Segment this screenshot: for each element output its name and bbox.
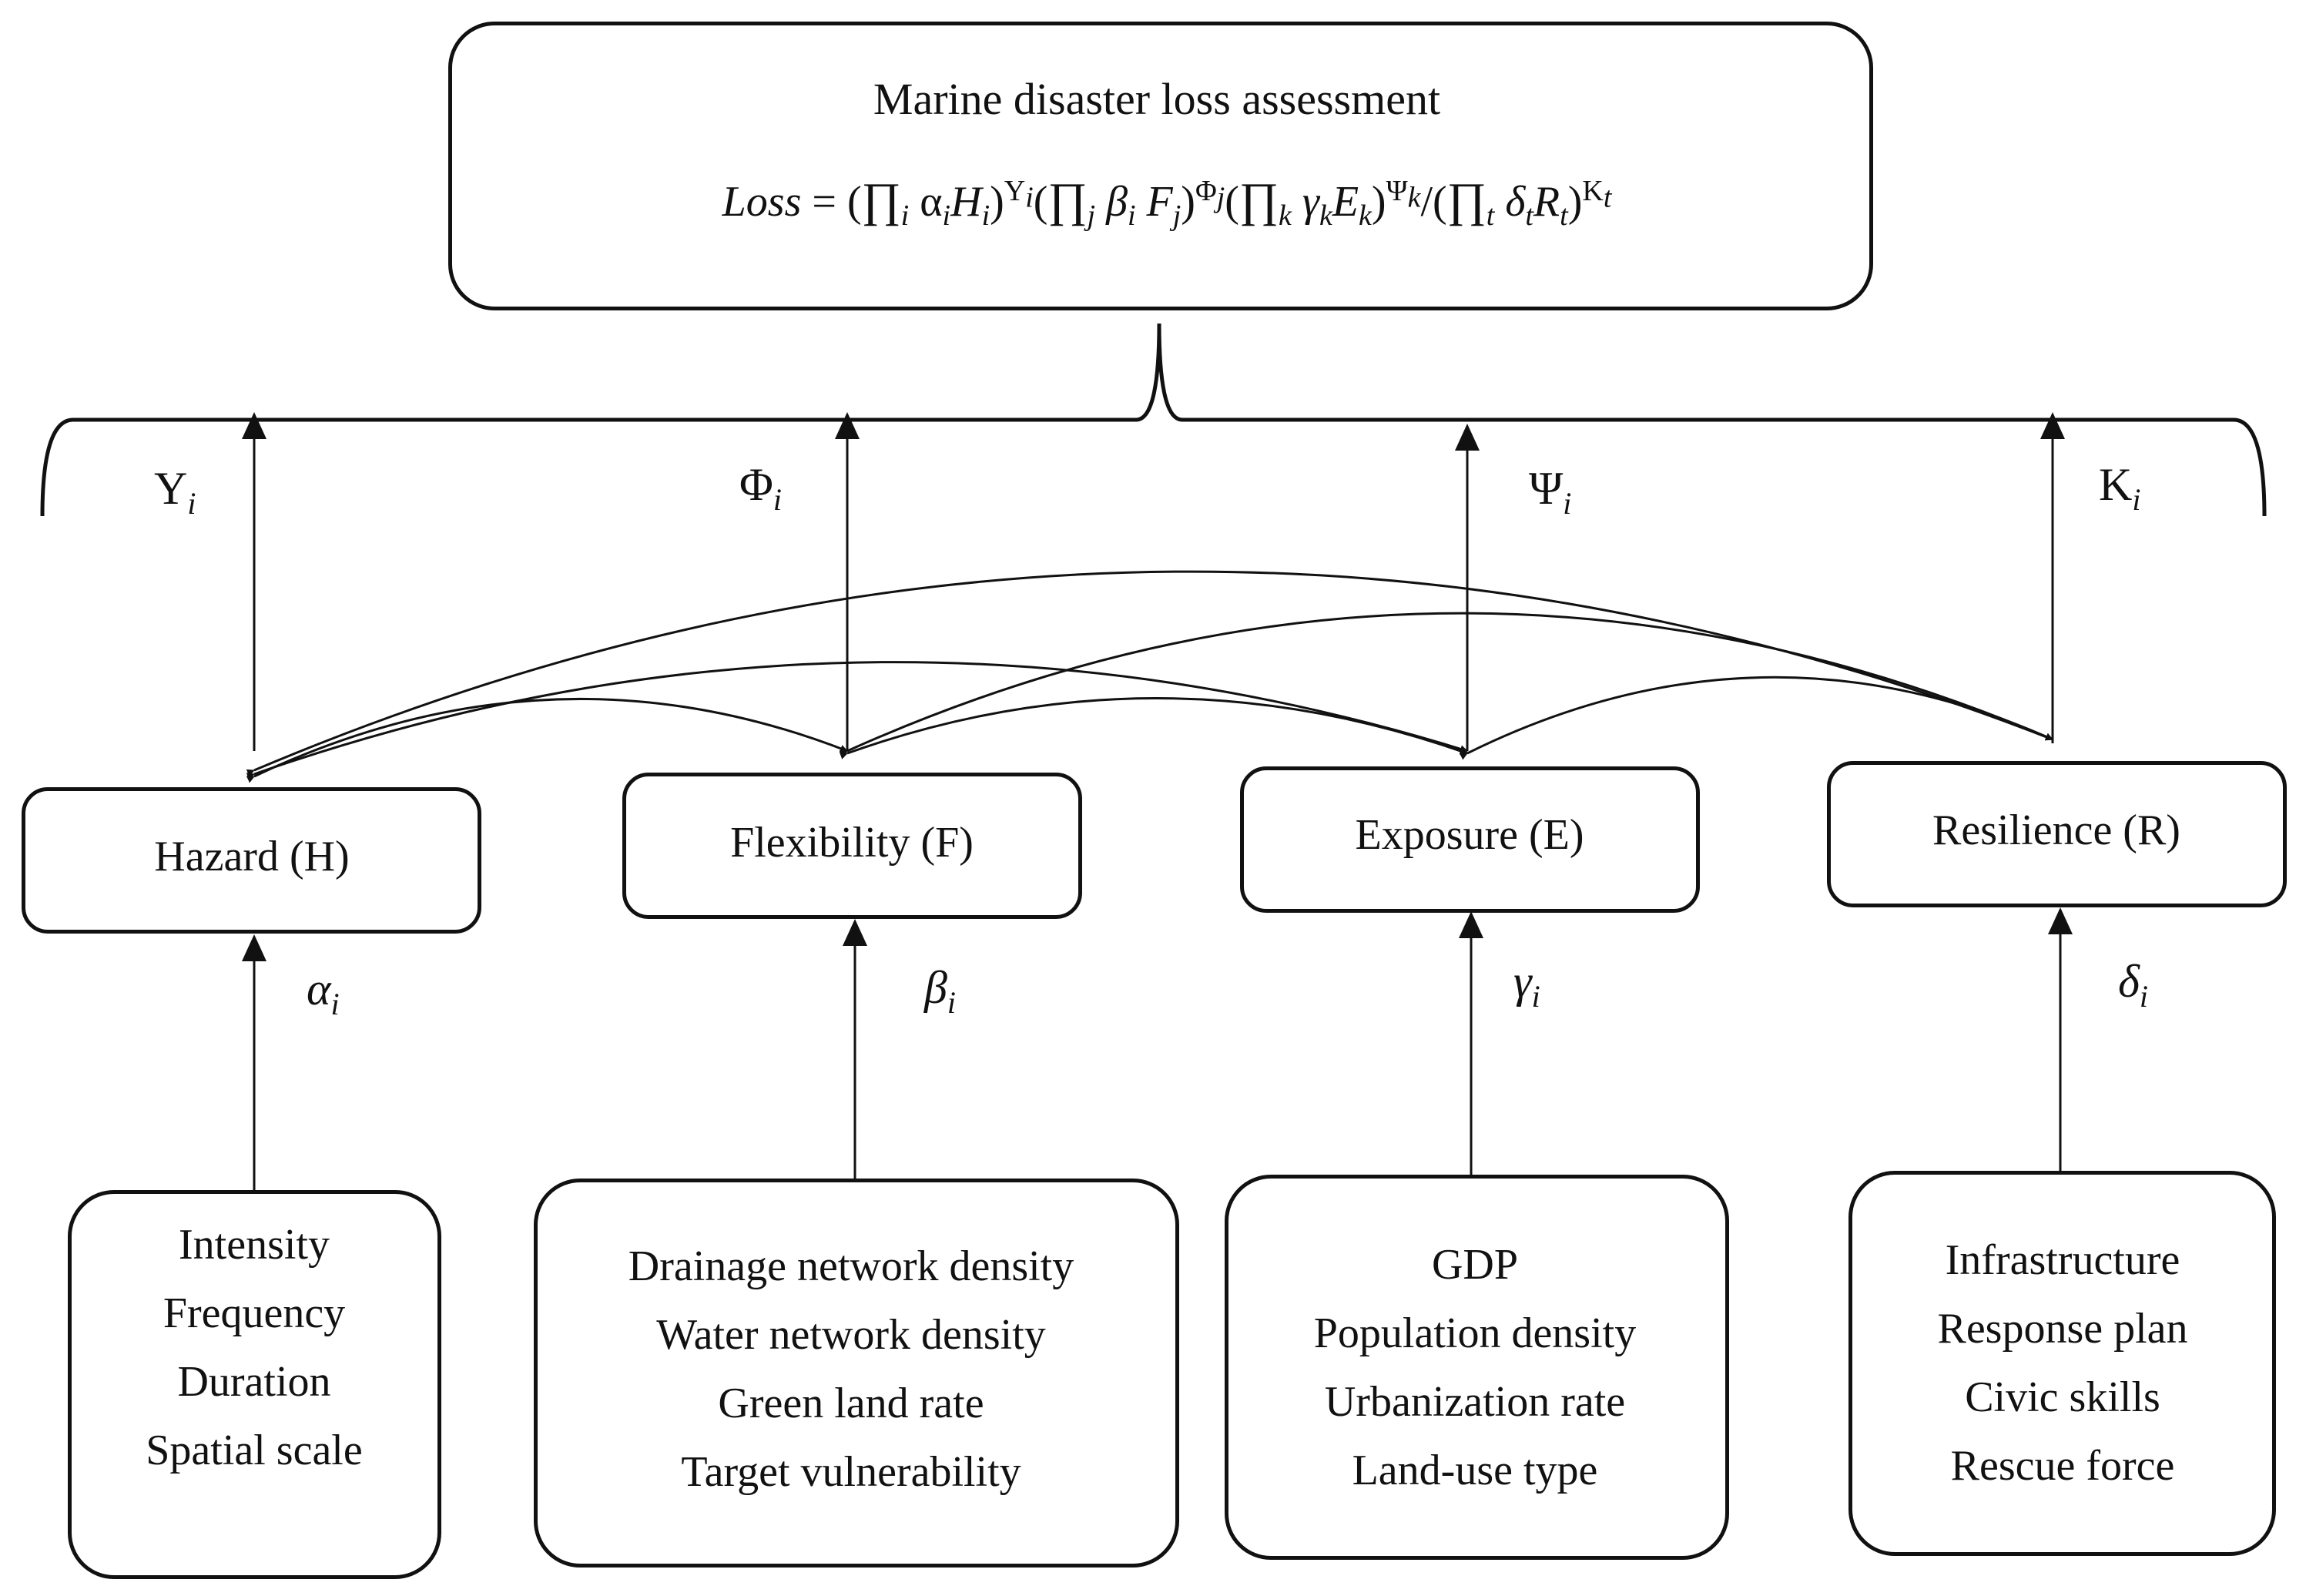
weight-gamma: γi bbox=[1513, 956, 1540, 1014]
arrowhead-exposure-indicators bbox=[1459, 911, 1483, 938]
loss-assessment-title: Marine disaster loss assessment bbox=[873, 74, 1441, 124]
hazard-indicators-box bbox=[68, 1190, 441, 1579]
indicator-item: Drainage network density bbox=[628, 1242, 1074, 1290]
indicator-item: Rescue force bbox=[1950, 1442, 2175, 1490]
summary-brace bbox=[40, 323, 2267, 517]
arrowhead-resilience-indicators bbox=[2048, 907, 2073, 934]
flexibility-indicators-list: Drainage network density Water network d… bbox=[628, 1232, 1074, 1507]
arrowhead-hazard-indicators bbox=[242, 934, 266, 961]
flexibility-indicators-box bbox=[534, 1179, 1179, 1568]
exposure-box bbox=[1240, 766, 1700, 913]
arrowhead-flexibility-indicators bbox=[843, 919, 867, 946]
resilience-indicators-list: Infrastructure Response plan Civic skill… bbox=[1937, 1226, 2187, 1500]
exposure-indicators-list: GDP Population density Urbanization rate… bbox=[1314, 1231, 1636, 1505]
indicator-item: Civic skills bbox=[1965, 1373, 2160, 1421]
arc-exposure-resilience bbox=[1459, 676, 2053, 760]
indicator-item: Target vulnerability bbox=[681, 1448, 1021, 1496]
indicator-item: Population density bbox=[1313, 1309, 1637, 1357]
loss-assessment-box bbox=[448, 22, 1873, 310]
weight-kappa: Κi bbox=[2099, 459, 2141, 517]
indicator-item: Response plan bbox=[1937, 1305, 2188, 1353]
arrowhead-exposure-up bbox=[1455, 424, 1480, 451]
indicator-item: GDP bbox=[1431, 1241, 1519, 1289]
flexibility-box bbox=[622, 773, 1082, 919]
arrowhead-hazard-up bbox=[242, 412, 266, 439]
arrowhead-flexibility-up bbox=[835, 412, 860, 439]
weight-upsilon: Υi bbox=[154, 463, 196, 521]
arrowhead-resilience-up bbox=[2040, 412, 2065, 439]
resilience-label: Resilience (R) bbox=[1932, 806, 2180, 854]
indicator-item: Urbanization rate bbox=[1324, 1378, 1626, 1426]
indicator-item: Duration bbox=[177, 1358, 331, 1406]
flexibility-label: Flexibility (F) bbox=[730, 819, 974, 867]
indicator-item: Frequency bbox=[163, 1289, 346, 1337]
resilience-indicators-box bbox=[1848, 1171, 2276, 1556]
indicator-item: Green land rate bbox=[718, 1380, 984, 1427]
indicator-item: Land-use type bbox=[1352, 1447, 1598, 1494]
weight-beta: βi bbox=[924, 962, 957, 1020]
weight-psi: Ψi bbox=[1529, 463, 1572, 521]
hazard-indicators-list: Intensity Frequency Duration Spatial sca… bbox=[146, 1211, 362, 1485]
exposure-label: Exposure (E) bbox=[1355, 811, 1584, 859]
weight-phi: Φi bbox=[739, 459, 782, 517]
indicator-item: Spatial scale bbox=[146, 1427, 363, 1474]
resilience-box bbox=[1827, 761, 2287, 907]
weight-delta: δi bbox=[2118, 956, 2149, 1014]
hazard-label: Hazard (H) bbox=[154, 833, 350, 880]
arc-hazard-flexibility bbox=[246, 697, 848, 783]
loss-formula: Loss = (∏i αiHi)Υi(∏j βi Fj)Φj(∏k γkEk)Ψ… bbox=[722, 174, 1612, 233]
hazard-box bbox=[22, 787, 481, 934]
arc-hazard-exposure bbox=[246, 661, 1468, 780]
indicator-item: Intensity bbox=[179, 1221, 330, 1269]
arc-flexibility-resilience bbox=[839, 612, 2053, 758]
exposure-indicators-box bbox=[1225, 1175, 1729, 1560]
indicator-item: Water network density bbox=[656, 1311, 1046, 1359]
weight-alpha: αi bbox=[307, 964, 340, 1021]
arc-flexibility-exposure bbox=[839, 697, 1468, 759]
arc-hazard-resilience bbox=[246, 570, 2053, 777]
indicator-item: Infrastructure bbox=[1945, 1236, 2180, 1284]
